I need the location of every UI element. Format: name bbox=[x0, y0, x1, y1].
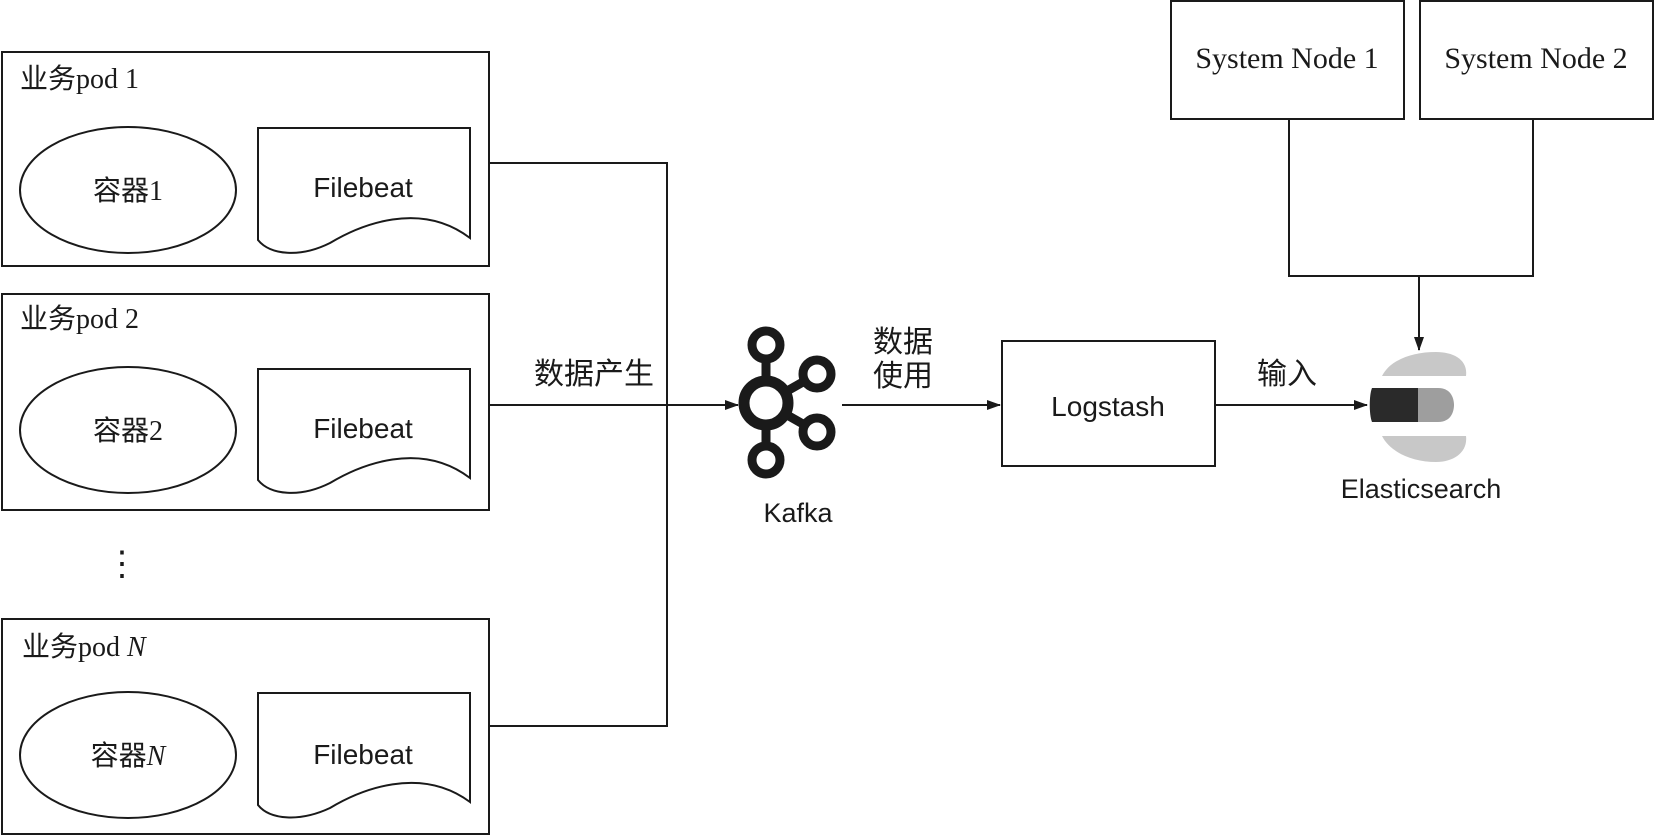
system-node-connectors bbox=[1288, 119, 1534, 351]
pod-n-container-shape bbox=[19, 691, 237, 819]
consume-edge-label-line2: 使用 bbox=[873, 360, 933, 393]
elasticsearch-logo-icon bbox=[1369, 352, 1467, 462]
kafka-logo-icon bbox=[738, 326, 836, 479]
pod-2-container-shape bbox=[19, 366, 237, 494]
elasticsearch-label: Elasticsearch bbox=[1341, 474, 1502, 504]
pod-n-filebeat-shape bbox=[257, 692, 471, 819]
logstash-label: Logstash bbox=[1051, 391, 1165, 422]
system-node-1-label: System Node 1 bbox=[1195, 42, 1378, 75]
pod-2: 业务pod 2 容器2 Filebeat bbox=[1, 293, 490, 511]
consume-edge-label-line1: 数据 bbox=[873, 326, 933, 359]
pod-2-title: 业务pod 2 bbox=[20, 303, 139, 335]
pod-1: 业务pod 1 容器1 Filebeat bbox=[1, 51, 490, 267]
produce-edge-label: 数据产生 bbox=[534, 358, 654, 391]
pod-1-filebeat-label: Filebeat bbox=[313, 172, 413, 203]
pod-n-filebeat-label: Filebeat bbox=[313, 739, 413, 770]
logstash-box bbox=[1001, 340, 1216, 467]
pod-2-container-label: 容器2 bbox=[93, 415, 163, 447]
pod-1-filebeat-shape bbox=[257, 127, 471, 254]
system-node-1-box bbox=[1170, 0, 1405, 120]
system-node-2-label: System Node 2 bbox=[1444, 42, 1627, 75]
pod-connectors bbox=[489, 162, 739, 727]
input-edge-label: 输入 bbox=[1257, 358, 1317, 391]
pod-1-container-label: 容器1 bbox=[93, 175, 163, 207]
pod-2-filebeat-label: Filebeat bbox=[313, 413, 413, 444]
kafka-label: Kafka bbox=[763, 498, 833, 528]
more-pods-ellipsis: ⋮ bbox=[105, 546, 139, 583]
pod-1-connector bbox=[489, 162, 668, 727]
pod-1-title: 业务pod 1 bbox=[20, 63, 139, 95]
pod-1-container-shape bbox=[19, 126, 237, 254]
system-node-2-box bbox=[1419, 0, 1654, 120]
pod-2-box bbox=[1, 293, 490, 511]
pod-n-title: 业务pod N bbox=[22, 631, 147, 663]
pod-n-container-label: 容器N bbox=[91, 740, 167, 772]
pod-2-filebeat-shape bbox=[257, 368, 471, 494]
pod-1-box bbox=[1, 51, 490, 267]
pod-n: 业务pod N 容器N Filebeat bbox=[1, 618, 490, 835]
